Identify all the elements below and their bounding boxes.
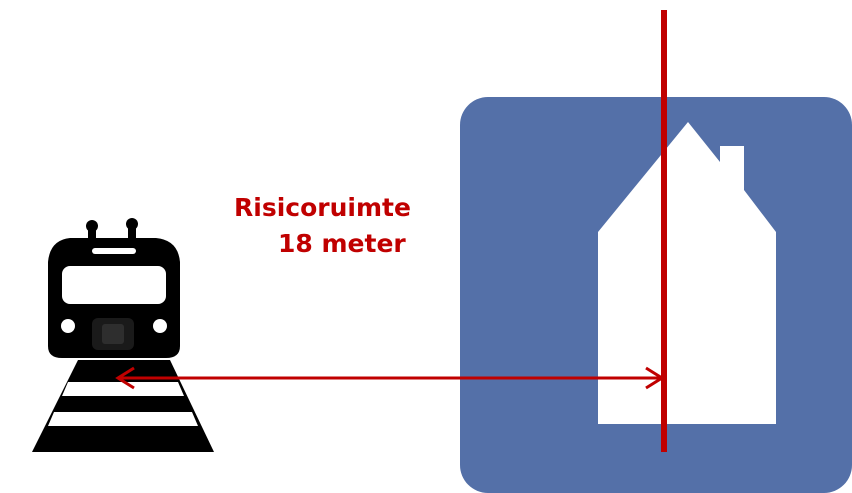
house-icon <box>598 122 776 424</box>
distance-label: 18 meter <box>278 229 406 258</box>
risk-zone-label: Risicoruimte <box>234 193 411 222</box>
train-on-track-icon <box>32 218 214 452</box>
